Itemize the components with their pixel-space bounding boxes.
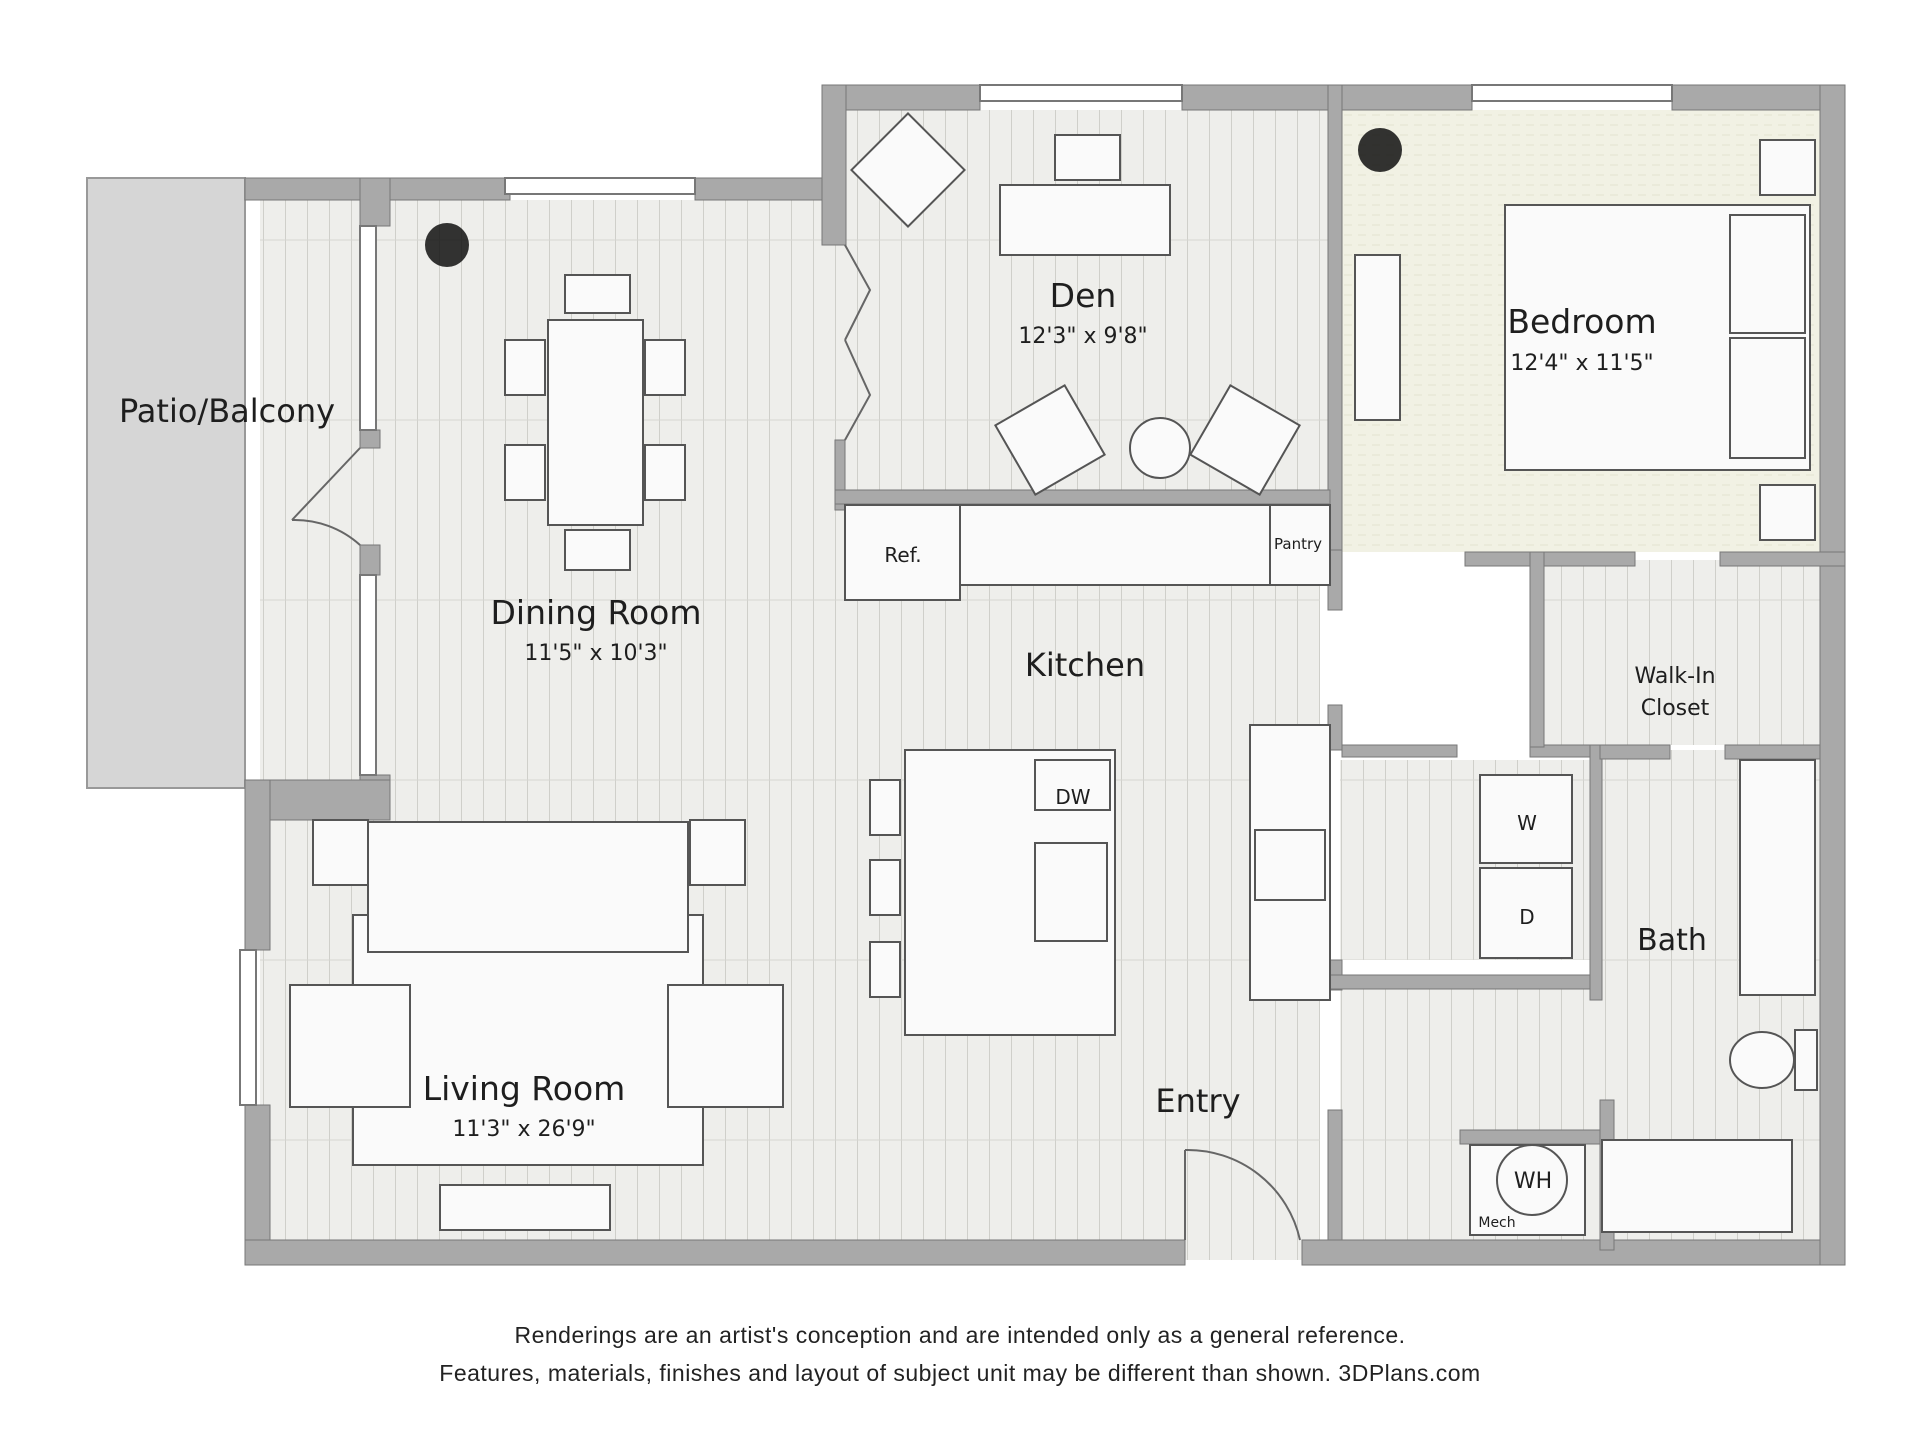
mech-label: Mech xyxy=(1478,1215,1515,1231)
washer-label: W xyxy=(1517,811,1537,835)
plant-icon xyxy=(425,128,1402,267)
closet-label-line1: Walk-In xyxy=(1634,664,1715,689)
living-room-dims: 11'3" x 26'9" xyxy=(452,1117,595,1142)
entry-door xyxy=(1184,1148,1301,1241)
dishwasher-label: DW xyxy=(1055,785,1090,809)
dining-room-dims: 11'5" x 10'3" xyxy=(524,641,667,666)
disclaimer-line-1: Renderings are an artist's conception an… xyxy=(514,1322,1406,1348)
kitchen-counters xyxy=(844,504,1331,1036)
closet-label-line2: Closet xyxy=(1641,696,1710,721)
windows xyxy=(239,84,1673,1106)
dining-room-label: Dining Room xyxy=(491,593,702,632)
dining-table-set xyxy=(504,274,686,571)
den-label: Den xyxy=(1050,276,1117,315)
floor-closet xyxy=(1530,560,1820,745)
dryer-label: D xyxy=(1519,905,1534,929)
patio-label: Patio/Balcony xyxy=(119,392,335,430)
pantry-label: Pantry xyxy=(1274,535,1322,553)
den-furniture xyxy=(850,112,1302,497)
entry-label: Entry xyxy=(1155,1082,1240,1120)
kitchen-label: Kitchen xyxy=(1025,646,1145,684)
bedroom-dims: 12'4" x 11'5" xyxy=(1510,351,1653,376)
den-dims: 12'3" x 9'8" xyxy=(1018,324,1147,349)
patio-door xyxy=(291,447,361,546)
bedroom-furniture xyxy=(1354,139,1816,541)
bath-label: Bath xyxy=(1637,923,1707,958)
refrigerator-label: Ref. xyxy=(884,543,921,567)
bath-fixtures xyxy=(1601,759,1818,1233)
walls xyxy=(244,84,1846,1266)
bedroom-label: Bedroom xyxy=(1507,302,1656,341)
water-heater-label: WH xyxy=(1514,1169,1552,1194)
water-heater-closet xyxy=(1469,1144,1586,1236)
den-door xyxy=(844,244,872,441)
disclaimer-line-2: Features, materials, finishes and layout… xyxy=(439,1360,1481,1386)
living-room-label: Living Room xyxy=(423,1069,626,1108)
patio-area xyxy=(86,177,246,789)
laundry-units xyxy=(1479,774,1573,959)
living-room-furniture xyxy=(289,819,784,1231)
